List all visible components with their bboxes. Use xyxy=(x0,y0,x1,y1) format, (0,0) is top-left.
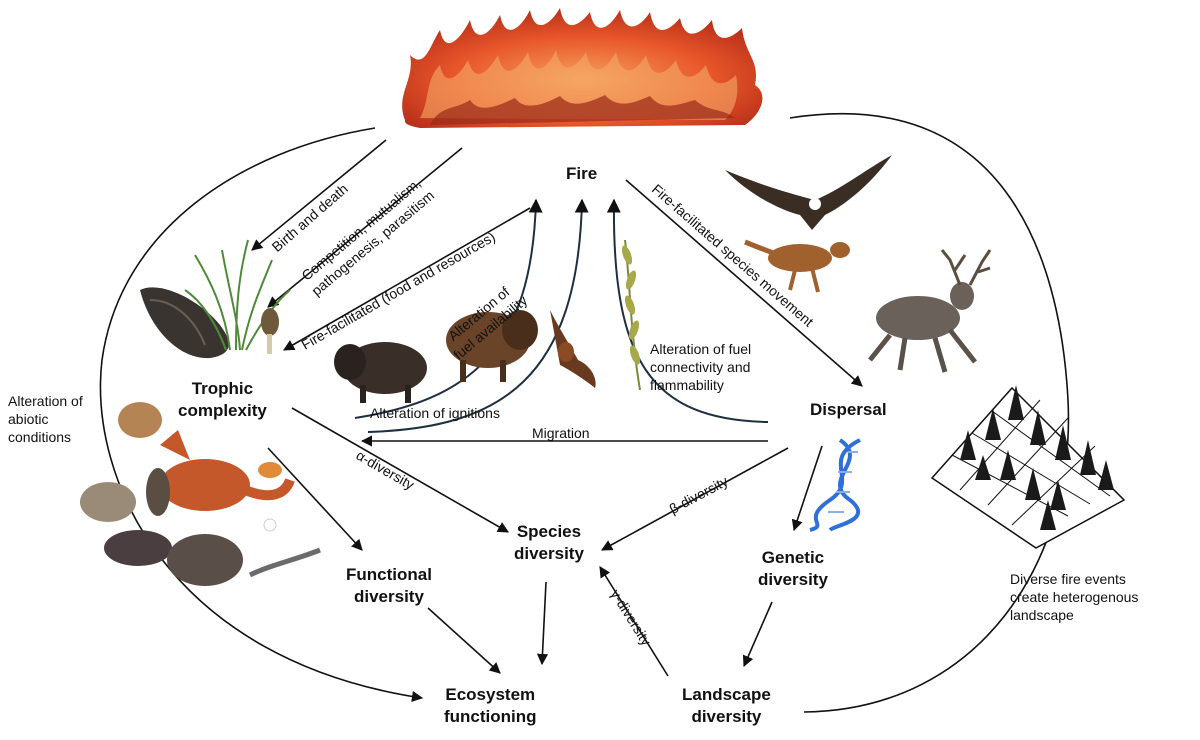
node-trophic-line1: Trophic xyxy=(191,379,254,398)
node-species-line1: Species xyxy=(516,522,582,541)
curve-fuel-connectivity xyxy=(606,198,769,423)
node-trophic-line2: complexity xyxy=(178,401,267,420)
plants-fungi-illustration xyxy=(140,239,291,359)
grass-stalk-illustration xyxy=(621,239,641,391)
kangaroo-illustration xyxy=(744,239,850,293)
bison-illustration xyxy=(334,310,538,403)
node-species-diversity: Species diversity xyxy=(514,521,584,565)
dna-helix-illustration xyxy=(809,438,861,532)
label-abiotic-line1: Alteration of xyxy=(8,393,83,409)
label-fuel-connectivity-line2: connectivity and xyxy=(650,359,751,375)
label-fuel-connectivity-line3: flammability xyxy=(650,377,724,393)
node-genetic-line2: diversity xyxy=(758,570,828,589)
node-landscape-line2: diversity xyxy=(691,707,762,726)
arrow-competition xyxy=(267,147,463,308)
heterogenous-landscape-illustration xyxy=(930,385,1126,549)
label-abiotic-line2: abiotic xyxy=(8,411,49,427)
arrow-heterogenous-loop xyxy=(789,112,1070,713)
label-heterogenous-line2: create heterogenous xyxy=(1010,589,1139,605)
label-ignitions: Alteration of ignitions xyxy=(370,405,500,421)
reindeer-illustration xyxy=(868,249,992,373)
arrow-birth-death xyxy=(251,139,387,251)
kite-bird-illustration xyxy=(550,310,596,388)
node-trophic-complexity: Trophic complexity xyxy=(178,378,267,422)
arrow-beta-diversity xyxy=(601,447,789,551)
fire-flames-illustration xyxy=(402,8,763,128)
node-landscape-diversity: Landscape diversity xyxy=(682,684,771,728)
arrow-abiotic-loop xyxy=(99,127,424,703)
label-fuel-connectivity: Alteration of fuel connectivity and flam… xyxy=(650,340,751,394)
node-functional-line1: Functional xyxy=(346,565,432,584)
arrow-dispersal-genetic xyxy=(791,445,823,532)
node-ecosystem-line1: Ecosystem xyxy=(445,685,536,704)
animals-illustration xyxy=(80,402,321,586)
arrow-alpha-diversity xyxy=(291,407,509,533)
node-ecosystem-functioning: Ecosystem functioning xyxy=(444,684,537,728)
arrow-genetic-landscape xyxy=(742,601,773,668)
curve-ignitions xyxy=(367,198,589,433)
arrow-trophic-functional xyxy=(267,447,363,551)
node-functional-diversity: Functional diversity xyxy=(346,564,432,608)
label-heterogenous-line3: landscape xyxy=(1010,607,1074,623)
label-abiotic-line3: conditions xyxy=(8,429,72,445)
label-heterogenous-landscape: Diverse fire events create heterogenous … xyxy=(1010,570,1138,624)
arrow-gamma-diversity xyxy=(599,566,669,677)
node-genetic-line1: Genetic xyxy=(761,548,825,567)
arrow-fire-facilitated-food xyxy=(283,207,531,351)
label-migration: Migration xyxy=(532,425,590,441)
node-dispersal: Dispersal xyxy=(810,400,887,419)
eagle-illustration xyxy=(725,155,892,230)
node-functional-line2: diversity xyxy=(354,587,424,606)
node-genetic-diversity: Genetic diversity xyxy=(758,547,828,591)
node-landscape-line1: Landscape xyxy=(682,685,771,704)
arrow-species-movement xyxy=(625,179,863,387)
label-heterogenous-line1: Diverse fire events xyxy=(1010,571,1126,587)
node-ecosystem-line2: functioning xyxy=(444,707,537,726)
arrow-functional-ecosystem xyxy=(427,607,501,674)
label-abiotic-conditions: Alteration of abiotic conditions xyxy=(8,392,83,446)
arrow-species-ecosystem xyxy=(536,581,549,666)
label-fuel-connectivity-line1: Alteration of fuel xyxy=(650,341,752,357)
node-species-line2: diversity xyxy=(514,544,584,563)
node-fire: Fire xyxy=(566,164,598,183)
